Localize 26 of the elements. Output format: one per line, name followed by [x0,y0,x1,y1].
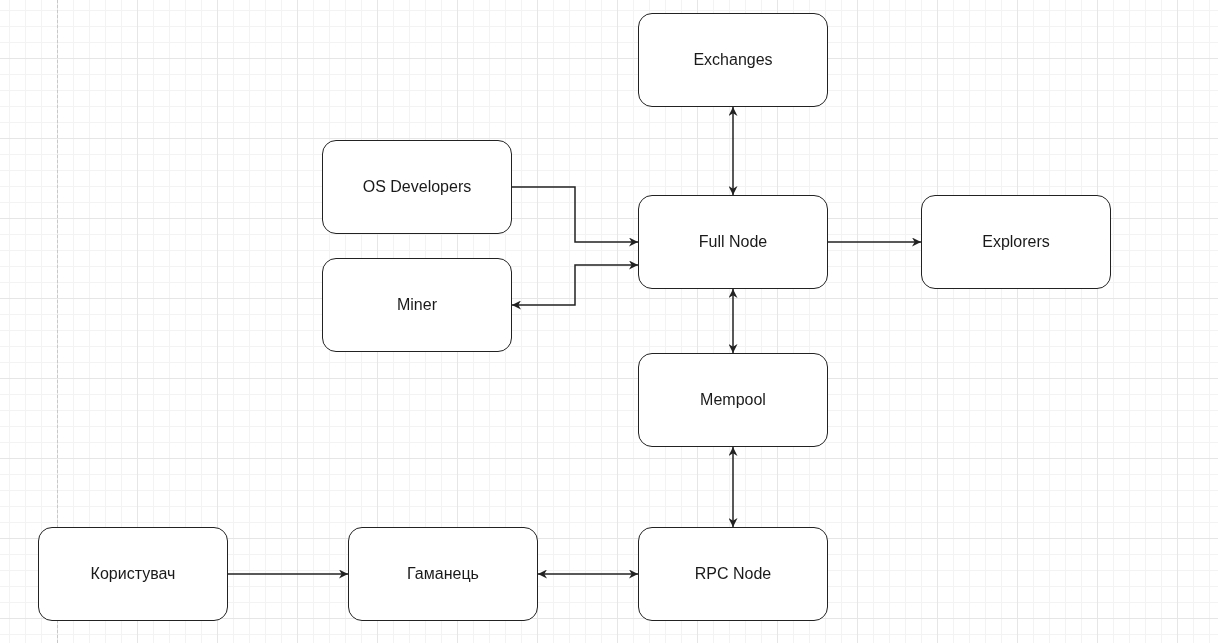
box-label: RPC Node [694,565,772,583]
arrow [511,260,639,310]
arrow [537,569,639,579]
process-box [638,353,828,447]
box-label: Explorers [982,233,1050,251]
arrow [227,569,349,579]
box-label: Mempool [700,391,766,409]
arrow [511,186,639,247]
process-box [921,195,1111,289]
arrow [728,446,738,528]
box-label: Full Node [698,233,768,251]
arrow [827,237,922,247]
arrow [728,288,738,354]
process-box [348,527,538,621]
process-box [638,527,828,621]
box-label: Користувач [90,565,176,583]
box-label: Miner [397,296,437,314]
box-label: Гаманець [407,565,479,583]
process-box [638,195,828,289]
process-box [38,527,228,621]
arrow [728,106,738,196]
process-box [322,140,512,234]
process-box [638,13,828,107]
process-box [322,258,512,352]
box-label: Exchanges [693,51,773,69]
box-label: OS Developers [362,178,472,196]
